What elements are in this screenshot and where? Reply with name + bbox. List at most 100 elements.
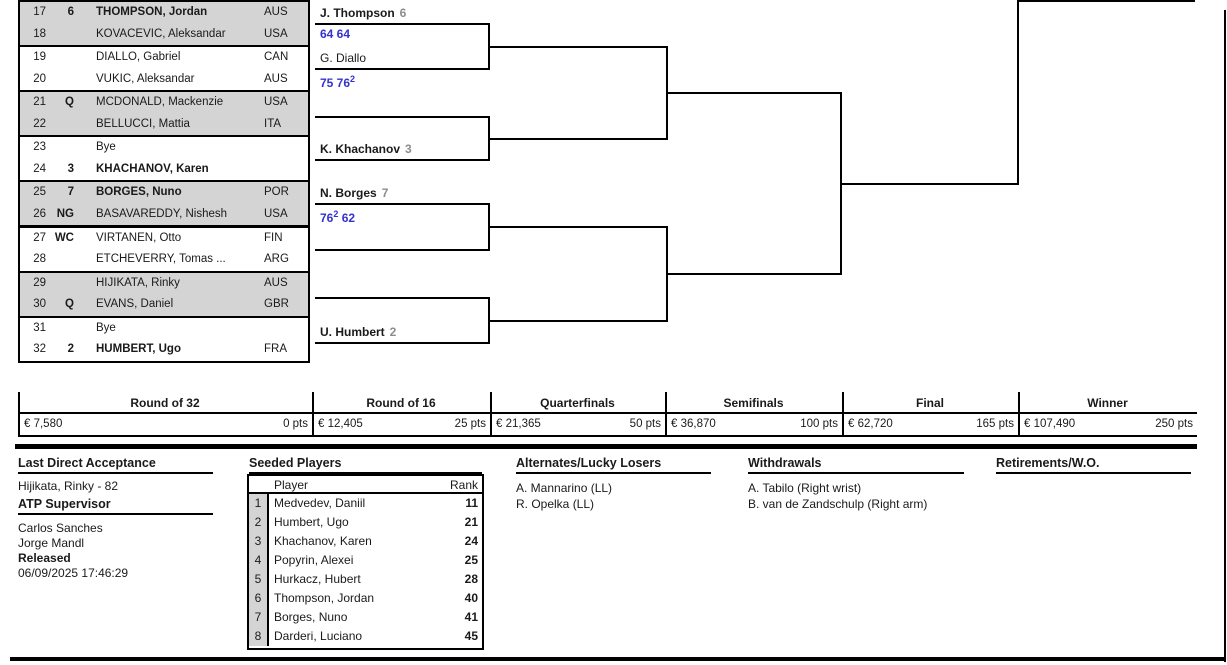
qf-connector-line (488, 226, 668, 228)
r16-winner-line (315, 342, 490, 344)
r16-winner-line (315, 203, 490, 205)
points-value: 0 pts (283, 418, 308, 430)
alternate-entry: A. Mannarino (LL) (516, 481, 613, 495)
prize-amount: € 7,580 (24, 418, 63, 430)
match-score: 75 762 (320, 74, 356, 90)
player-name: Bye (96, 321, 116, 334)
points-value: 25 pts (454, 418, 486, 430)
draw-position-number: 31 (33, 321, 46, 334)
player-name: VIRTANEN, Otto (96, 231, 182, 244)
player-name: BORGES, Nuno (96, 186, 182, 199)
bracket-seed-number: 2 (389, 325, 397, 339)
prize-amount: € 21,365 (496, 418, 541, 430)
seeded-player-name: Humbert, Ugo (274, 515, 349, 529)
country-code: ARG (264, 253, 289, 265)
qf-connector-line (488, 46, 668, 48)
prize-round-header: Winner (1087, 396, 1128, 410)
seed-entry-code: Q (65, 96, 74, 109)
draw-position-number: 27 (33, 231, 46, 244)
seed-number-cell: 7 (249, 608, 269, 627)
bracket-seed-number: 7 (381, 186, 389, 200)
last-direct-acceptance-value: Hijikata, Rinky - 82 (18, 479, 119, 493)
released-label: Released (18, 551, 71, 565)
withdrawal-entry: B. van de Zandschulp (Right arm) (748, 496, 928, 511)
player-name: KHACHANOV, Karen (96, 162, 209, 175)
seed-number-cell: 8 (249, 627, 269, 646)
r16-winner-line (315, 249, 490, 251)
seed-entry-code: Q (65, 298, 74, 311)
draw-position-number: 26 (33, 207, 46, 220)
player-name: THOMPSON, Jordan (96, 6, 208, 18)
seed-entry-code: 6 (67, 6, 74, 18)
player-name: DIALLO, Gabriel (96, 51, 181, 64)
country-code: GBR (264, 298, 289, 311)
player-row: 31 Bye (20, 318, 308, 340)
seeded-player-rank: 40 (464, 591, 478, 605)
seed-entry-code: NG (56, 207, 74, 220)
draw-position-number: 24 (33, 162, 46, 175)
qf-connector-line (488, 320, 668, 322)
country-code: FRA (264, 343, 287, 356)
player-name: Bye (96, 141, 116, 154)
seeded-player-name: Medvedev, Daniil (274, 496, 366, 510)
match-score: 64 64 (320, 27, 351, 41)
seed-number-cell: 5 (249, 570, 269, 589)
retirements-block: Retirements/W.O. (996, 456, 1191, 481)
seed-number-cell: 2 (249, 513, 269, 532)
seeded-players-header-row: Player Rank (249, 476, 482, 494)
final-connector-line (840, 183, 1019, 185)
seeded-player-name: Hurkacz, Hubert (274, 572, 361, 586)
supervisor-name: Carlos Sanches (18, 521, 103, 535)
seeded-player-name: Darderi, Luciano (274, 629, 363, 643)
player-name: VUKIC, Aleksandar (96, 72, 195, 85)
prize-amount: € 36,870 (671, 418, 716, 430)
winner-line (1017, 0, 1195, 2)
seeded-player-name: Popyrin, Alexei (274, 553, 354, 567)
r16-winner-line (315, 68, 490, 70)
prize-amount: € 107,490 (1024, 418, 1076, 430)
draw-position-number: 19 (33, 51, 46, 64)
seeded-players-heading: Seeded Players (249, 456, 482, 474)
points-value: 250 pts (1155, 418, 1193, 430)
player-name: MCDONALD, Mackenzie (96, 96, 224, 109)
prize-header-underline (18, 412, 1197, 414)
seeded-player-rank: 41 (464, 610, 478, 624)
draw-position-number: 29 (33, 276, 46, 289)
country-code: USA (264, 27, 288, 40)
r16-winner-line (315, 297, 490, 299)
draw-position-number: 17 (33, 6, 46, 18)
supervisor-name: Jorge Mandl (18, 536, 85, 550)
seeded-player-rank: 24 (464, 534, 478, 548)
bracket-winner-name: G. Diallo (320, 51, 367, 65)
prize-amount: € 62,720 (848, 418, 893, 430)
player-name: BELLUCCI, Mattia (96, 117, 190, 130)
points-value: 165 pts (976, 418, 1014, 430)
seed-number-cell: 4 (249, 551, 269, 570)
final-vertical-line (1017, 0, 1019, 185)
player-name: BASAVAREDDY, Nishesh (96, 207, 228, 220)
match-score: 762 62 (320, 209, 356, 225)
seed-number-cell: 6 (249, 589, 269, 608)
alternates-heading: Alternates/Lucky Losers (516, 456, 711, 474)
draw-position-number: 18 (33, 27, 46, 40)
